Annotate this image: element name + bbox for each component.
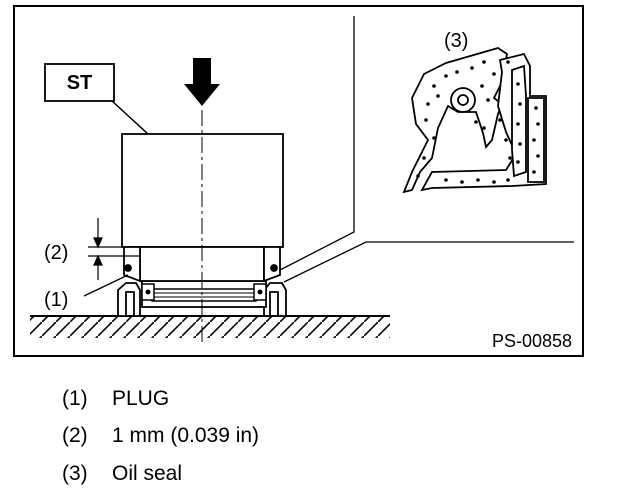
label-3: (3) [444,30,468,52]
label-2: (2) [44,242,68,264]
detail-leader-upper [279,16,355,271]
legend-item-plug: (1) PLUG [62,380,259,418]
st-label: ST [67,72,93,94]
housing [117,282,287,317]
plug-leader [83,274,129,297]
legend-item-dimension: (2) 1 mm (0.039 in) [62,418,259,456]
ground [30,315,390,338]
figure-code: PS-00858 [492,331,572,351]
st-label-box [44,63,115,102]
legend-num: (3) [62,461,88,485]
legend-num: (1) [62,386,88,410]
legend-text: Oil seal [112,461,183,485]
st-leader [111,100,149,135]
oil-seal-detail [402,47,547,194]
legend-text: PLUG [112,386,170,410]
press-arrow-icon [184,58,220,106]
legend-item-oil-seal: (3) Oil seal [62,455,259,493]
oil-seal-stipple [416,60,540,184]
legend-list: (1) PLUG (2) 1 mm (0.039 in) (3) Oil sea… [62,380,259,493]
detail-leader-lower [283,241,574,283]
label-1: (1) [44,289,68,311]
seal-assembly [141,280,267,308]
legend-num: (2) [62,424,88,448]
installation-diagram: ST (2) (1) (3) PS-0085 [13,5,584,357]
dimension-1mm [88,218,140,280]
figure-frame [13,5,584,357]
legend-text: 1 mm (0.039 in) [112,424,260,448]
